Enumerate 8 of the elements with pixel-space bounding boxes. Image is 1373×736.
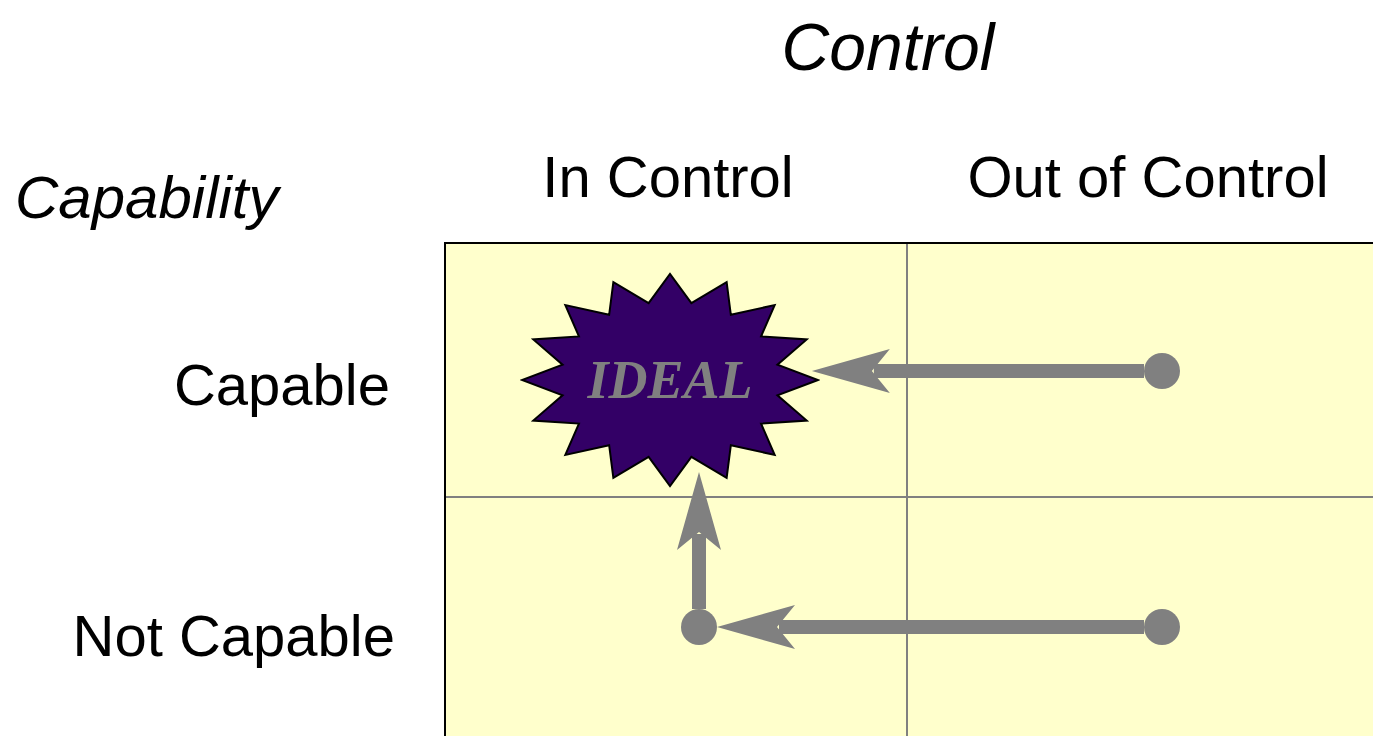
column-header: In Control — [542, 148, 794, 206]
axis-title: Control — [781, 14, 995, 80]
ideal-label: IDEAL — [587, 349, 753, 411]
arrow — [811, 349, 1144, 393]
starburst — [520, 272, 820, 488]
arrow — [677, 472, 721, 609]
arrow — [717, 605, 1144, 649]
column-header: Out of Control — [967, 148, 1329, 206]
